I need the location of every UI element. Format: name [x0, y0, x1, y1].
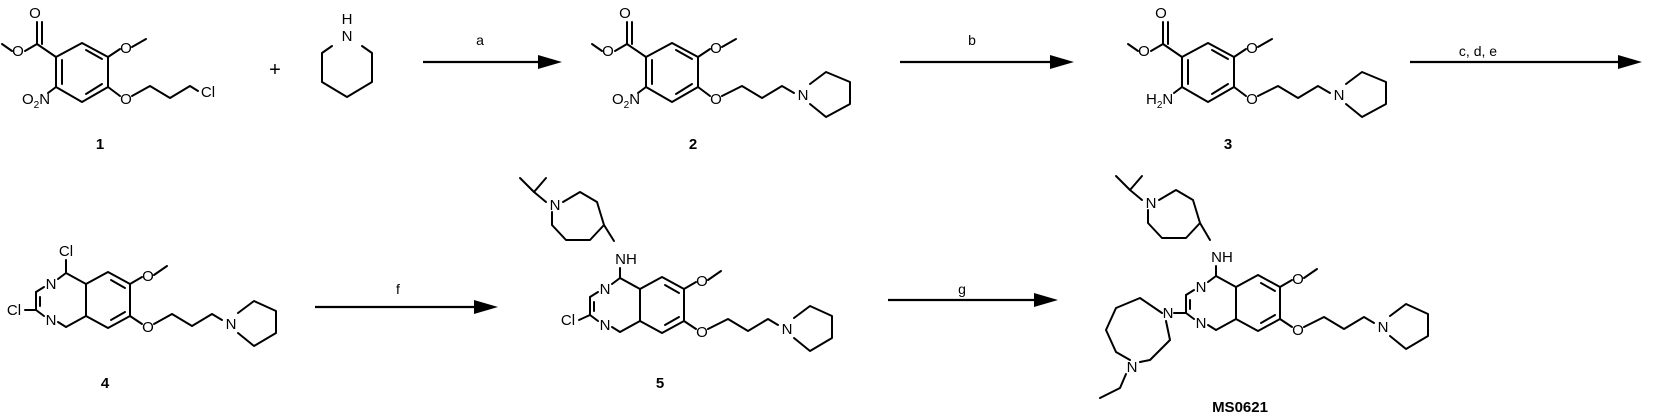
atom-label: O	[12, 43, 24, 60]
atom-label: N	[798, 87, 809, 104]
reaction-arrow-a	[423, 55, 562, 69]
ms0621-label: MS0621	[1212, 399, 1268, 416]
atom-label: O	[696, 324, 708, 341]
atom-label: N	[600, 317, 611, 334]
atom-label: O	[1138, 43, 1150, 60]
plus-sign: +	[269, 59, 281, 81]
atom-label: N	[1163, 305, 1174, 322]
atom-label: N	[1378, 319, 1389, 336]
atom-label: N	[1127, 359, 1138, 376]
compound-1-structure	[1, 21, 199, 103]
reaction-arrow-g	[888, 293, 1058, 307]
condition-g: g	[958, 281, 966, 297]
compound-1-label: 1	[96, 136, 104, 153]
atom-label: O	[1292, 271, 1304, 288]
condition-a: a	[476, 32, 484, 48]
atom-label: O	[142, 268, 154, 285]
atom-label: O	[602, 43, 614, 60]
atom-label: N	[550, 197, 561, 214]
compound-3-label: 3	[1224, 136, 1232, 153]
nitro-group-label: O2N	[612, 91, 640, 111]
compound-5-structure	[519, 177, 833, 352]
atom-label: N	[1196, 279, 1207, 296]
atom-label: O	[1292, 322, 1304, 339]
compound-2-label: 2	[689, 136, 697, 153]
piperidine-structure	[321, 45, 373, 98]
nitro-group-label: O2N	[22, 91, 50, 111]
compound-4-structure	[24, 259, 277, 347]
atom-label: Cl	[201, 84, 215, 101]
condition-b: b	[968, 32, 976, 48]
atom-label: O	[142, 319, 154, 336]
atom-label: O	[1246, 91, 1258, 108]
condition-f: f	[396, 281, 400, 297]
atom-label: O	[1155, 5, 1167, 22]
condition-cde: c, d, e	[1459, 43, 1497, 59]
amine-group-label: H2N	[1146, 91, 1173, 111]
atom-label: N	[1196, 315, 1207, 332]
atom-label: N	[342, 28, 353, 45]
atom-label: O	[29, 5, 41, 22]
compound-2-structure	[591, 21, 851, 118]
atom-label: N	[600, 281, 611, 298]
reaction-arrow-f	[315, 300, 498, 314]
atom-label: Cl	[59, 243, 73, 260]
reaction-arrow-cde	[1410, 55, 1642, 69]
compound-3-structure	[1127, 21, 1387, 118]
atom-label: Cl	[561, 312, 575, 329]
atom-label: O	[710, 91, 722, 108]
atom-label: N	[782, 321, 793, 338]
atom-label: O	[120, 91, 132, 108]
compound-5-label: 5	[656, 375, 664, 392]
atom-label: O	[120, 40, 132, 57]
atom-label: N	[1146, 195, 1157, 212]
atom-label: O	[1246, 40, 1258, 57]
ms0621-structure	[1099, 175, 1429, 399]
atom-label: NH	[615, 251, 637, 268]
atom-label: N	[226, 316, 237, 333]
atom-label: O	[619, 5, 631, 22]
compound-4-label: 4	[101, 375, 110, 392]
atom-label: NH	[1211, 249, 1233, 266]
atom-label: Cl	[7, 302, 21, 319]
atom-label: O	[710, 40, 722, 57]
atom-label: N	[46, 276, 57, 293]
atom-label: N	[46, 312, 57, 329]
reaction-arrow-b	[900, 55, 1074, 69]
atom-label: N	[1334, 87, 1345, 104]
atom-label: O	[696, 273, 708, 290]
atom-label: H	[342, 11, 353, 28]
